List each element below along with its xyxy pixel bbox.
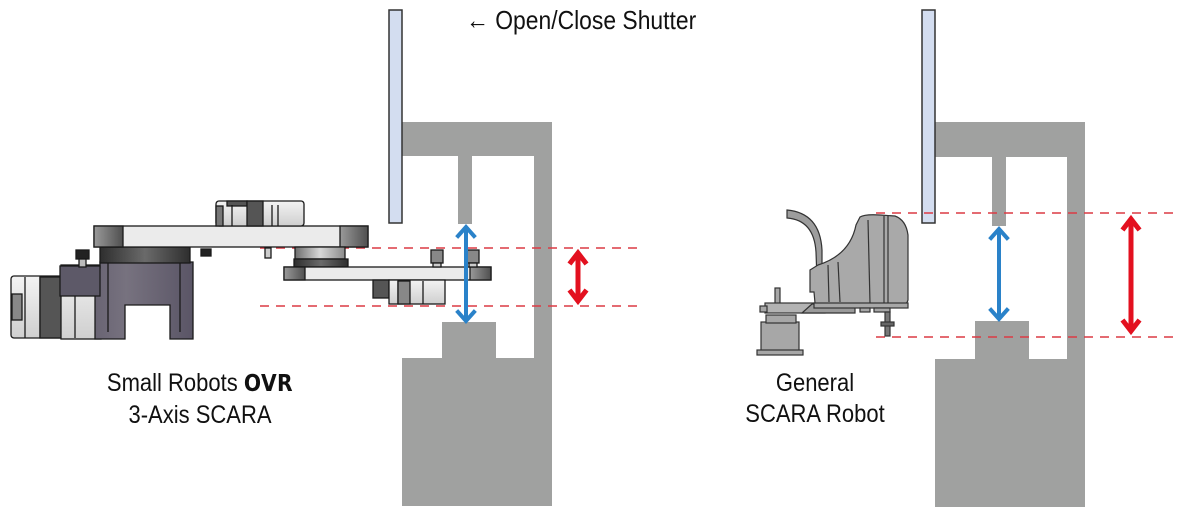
right-robot-height-arrow	[1120, 214, 1142, 336]
right-frame-nozzle	[992, 157, 1006, 226]
general-scara-base	[760, 321, 800, 355]
left-frame-right-column	[534, 122, 552, 358]
left-panel-caption: Small Robots OVR 3-Axis SCARA	[77, 368, 323, 431]
left-shutter	[388, 9, 403, 224]
right-frame-base-step	[975, 321, 1029, 361]
right-caption-line2: SCARA Robot	[745, 400, 885, 428]
right-machine-frame	[935, 122, 1085, 507]
left-robot-height-arrow	[567, 248, 589, 306]
ovr-scara-robot	[10, 200, 492, 340]
left-clearance-arrow	[455, 223, 477, 325]
right-frame-base	[935, 359, 1085, 507]
right-panel-caption: General SCARA Robot	[731, 368, 898, 430]
right-shutter	[921, 9, 936, 224]
ovr-arm1	[93, 225, 369, 248]
left-frame-base	[402, 358, 552, 506]
left-arrow-icon: ←	[466, 5, 489, 35]
right-clearance-arrow	[988, 225, 1010, 323]
left-frame-top-beam	[402, 122, 552, 156]
left-machine-frame	[402, 122, 552, 506]
ovr-joint2	[294, 246, 346, 260]
ovr-joint-ring	[99, 246, 191, 264]
left-frame-nozzle	[458, 156, 472, 224]
shutter-label-text: Open/Close Shutter	[495, 5, 697, 35]
left-caption-line1: Small Robots	[106, 369, 244, 397]
shutter-callout: ← Open/Close Shutter	[466, 5, 696, 36]
ovr-tool	[372, 279, 390, 299]
general-scara-robot	[756, 209, 909, 356]
general-scara-body	[809, 214, 909, 306]
ovr-brand-name: OVR	[243, 371, 294, 397]
right-frame-top-beam	[935, 122, 1085, 157]
ovr-arm2	[283, 266, 492, 281]
ovr-bolt	[75, 249, 90, 260]
right-caption-line1: General	[775, 369, 855, 397]
right-frame-right-column	[1067, 122, 1085, 360]
left-frame-base-step	[442, 322, 496, 362]
ovr-bolt	[200, 248, 212, 257]
left-caption-line2: 3-Axis SCARA	[128, 401, 272, 429]
